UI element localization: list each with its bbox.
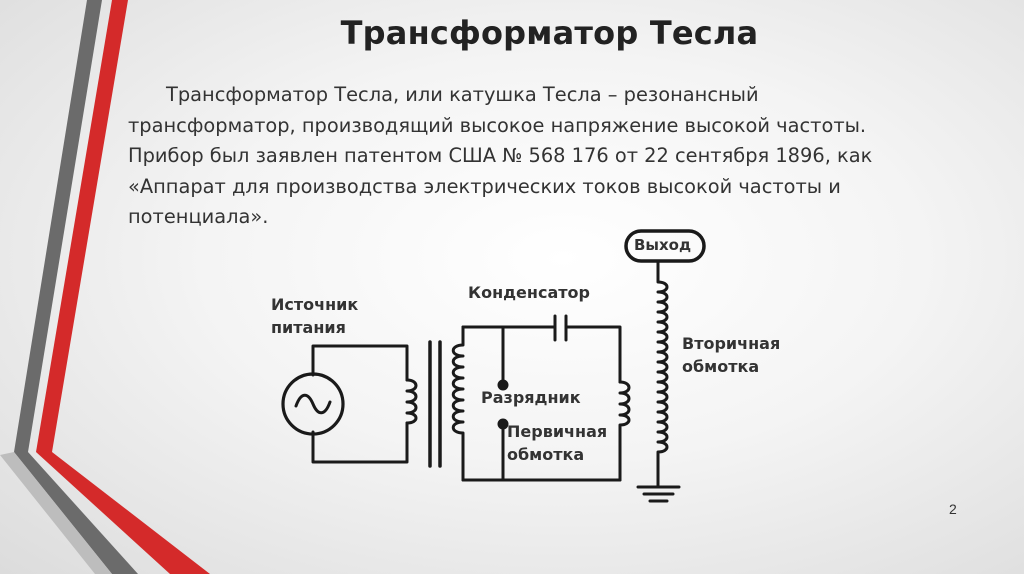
label-source-line2: питания xyxy=(271,318,346,337)
primary-coil xyxy=(618,380,631,482)
stripe-gray-top xyxy=(14,0,102,452)
secondary-coil xyxy=(656,260,669,488)
label-spark-gap: Разрядник xyxy=(481,388,581,407)
label-capacitor: Конденсатор xyxy=(468,283,590,302)
page-number: 2 xyxy=(949,501,957,517)
sine-wave-icon xyxy=(294,393,332,415)
label-output: Выход xyxy=(634,236,692,254)
top-wire xyxy=(461,325,622,384)
stripe-shadow xyxy=(0,452,112,574)
transformer-coil-output xyxy=(451,325,465,482)
label-secondary-line2: обмотка xyxy=(682,357,760,376)
stripe-red-top xyxy=(36,0,128,452)
source-wire xyxy=(311,344,409,464)
label-source-line1: Источник xyxy=(271,295,359,314)
ac-source-icon xyxy=(281,372,345,436)
output-terminal xyxy=(624,229,706,263)
slide-body-text: Трансформатор Тесла, или катушка Тесла –… xyxy=(128,83,873,228)
transformer-coil-input xyxy=(405,378,418,425)
label-primary-line1: Первичная xyxy=(507,422,608,441)
slide-title: Трансформатор Тесла xyxy=(340,14,759,52)
label-secondary-line1: Вторичная xyxy=(682,334,781,353)
spark-gap-top-terminal xyxy=(497,379,509,391)
stripe-red-bottom xyxy=(36,452,210,574)
label-primary-line2: обмотка xyxy=(507,445,585,464)
stripe-gray-bottom xyxy=(14,452,138,574)
spark-gap-bottom-terminal xyxy=(497,418,509,430)
